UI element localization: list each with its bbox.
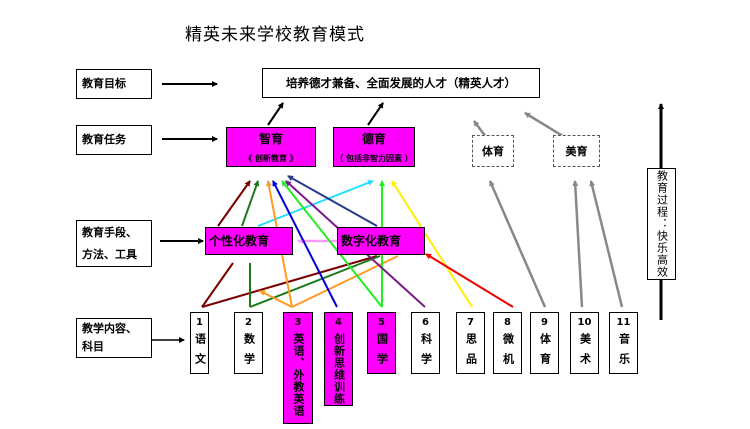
subject-number: 6	[422, 317, 429, 328]
means-text: 个性化教育	[209, 234, 270, 248]
label-text: 教育目标	[82, 77, 126, 90]
subject-name: 美术	[578, 333, 592, 373]
connector-arrow	[367, 102, 384, 126]
row-label-means: 教育手段、方法、工具	[76, 220, 152, 267]
subject-box: 8 微机	[493, 312, 522, 374]
row-label-task: 教育任务	[76, 125, 152, 155]
process-text: 教育过程：快乐高效	[655, 170, 669, 278]
means-text: 数字化教育	[341, 234, 402, 248]
subject-number: 3	[294, 317, 302, 328]
task-name: 美育	[565, 145, 588, 158]
task-moral: 德育 （ 包括非智力因素 ）	[333, 127, 415, 167]
subject-number: 11	[616, 317, 631, 328]
connector-arrow	[241, 180, 260, 227]
row-label-goal: 教育目标	[76, 69, 152, 99]
task-intellectual: 智育《 创新教育 》	[226, 127, 316, 167]
means-personalized: 个性化教育	[205, 227, 293, 255]
task-name: 智育	[258, 132, 283, 146]
connector-arrow	[267, 102, 284, 126]
goal-box: 培养德才兼备、全面发展的人才（精英人才）	[262, 68, 540, 98]
process-box: 教育过程：快乐高效	[647, 168, 676, 280]
label-text: 教学内容、	[82, 322, 137, 335]
subject-box: 2 数学	[234, 312, 263, 374]
subject-name: 国学	[375, 333, 389, 373]
connector-arrow	[425, 253, 514, 308]
subject-box: 11 音乐	[609, 312, 638, 374]
subject-name: 微机	[501, 333, 515, 373]
task-name: 德育	[361, 132, 386, 146]
subject-name: 数学	[242, 333, 256, 373]
subject-box: 6 科学	[411, 312, 440, 374]
subject-number: 7	[467, 317, 474, 328]
subject-name: 语文	[193, 333, 207, 373]
connector-arrow	[249, 255, 381, 308]
subject-box: 1 语文	[190, 312, 209, 374]
subject-number: 2	[245, 317, 252, 328]
subject-box: 3 英语、外教英语	[283, 312, 313, 424]
connector-arrow	[201, 255, 378, 308]
subject-number: 9	[541, 317, 548, 328]
subject-box: 7 思品	[456, 312, 485, 374]
diagram-title: 精英未来学校教育模式	[185, 25, 365, 45]
task-note: （ 包括非智力因素 ）	[335, 154, 413, 163]
connector-arrow	[201, 262, 234, 308]
connector-arrow	[572, 180, 584, 308]
connector-arrow	[217, 180, 251, 227]
subject-number: 5	[378, 317, 385, 328]
subject-name: 思品	[464, 333, 478, 373]
subject-number: 1	[196, 317, 203, 328]
task-physical: 体育	[472, 135, 514, 167]
connector-arrow	[291, 255, 399, 308]
subject-box: 4 创新思维训练	[324, 312, 353, 406]
task-note: 《 创新教育 》	[244, 154, 298, 163]
label-text: 科目	[82, 340, 104, 353]
subject-name: 科学	[419, 333, 433, 373]
subject-number: 8	[504, 317, 511, 328]
label-text: 教育任务	[82, 133, 126, 146]
connector-arrow	[259, 290, 293, 308]
subject-number: 10	[577, 317, 592, 328]
label-text: 方法、工具	[82, 247, 137, 261]
connector-arrow	[281, 180, 383, 308]
subject-box: 9 体育	[530, 312, 559, 374]
connector-arrow	[287, 175, 378, 227]
connector-arrow	[257, 180, 374, 227]
subject-name: 体育	[538, 333, 552, 373]
label-text: 教育手段、	[82, 225, 137, 239]
subject-name: 英语、外教英语	[292, 333, 305, 417]
task-name: 体育	[482, 145, 504, 158]
subject-box: 10 美术	[570, 312, 599, 374]
connector-arrow	[391, 180, 473, 308]
task-aesthetic: 美育	[553, 135, 600, 167]
subject-name: 创新思维训练	[332, 333, 346, 405]
connector-arrow	[488, 180, 547, 308]
goal-text: 培养德才兼备、全面发展的人才（精英人才）	[286, 76, 516, 90]
connector-arrow	[589, 180, 624, 308]
row-label-content: 教学内容、科目	[76, 318, 152, 358]
means-digital: 数字化教育	[337, 227, 425, 255]
subject-name: 音乐	[617, 333, 631, 373]
subject-box: 5 国学	[367, 312, 396, 374]
connector-arrow	[272, 180, 338, 308]
subject-number: 4	[335, 317, 342, 328]
